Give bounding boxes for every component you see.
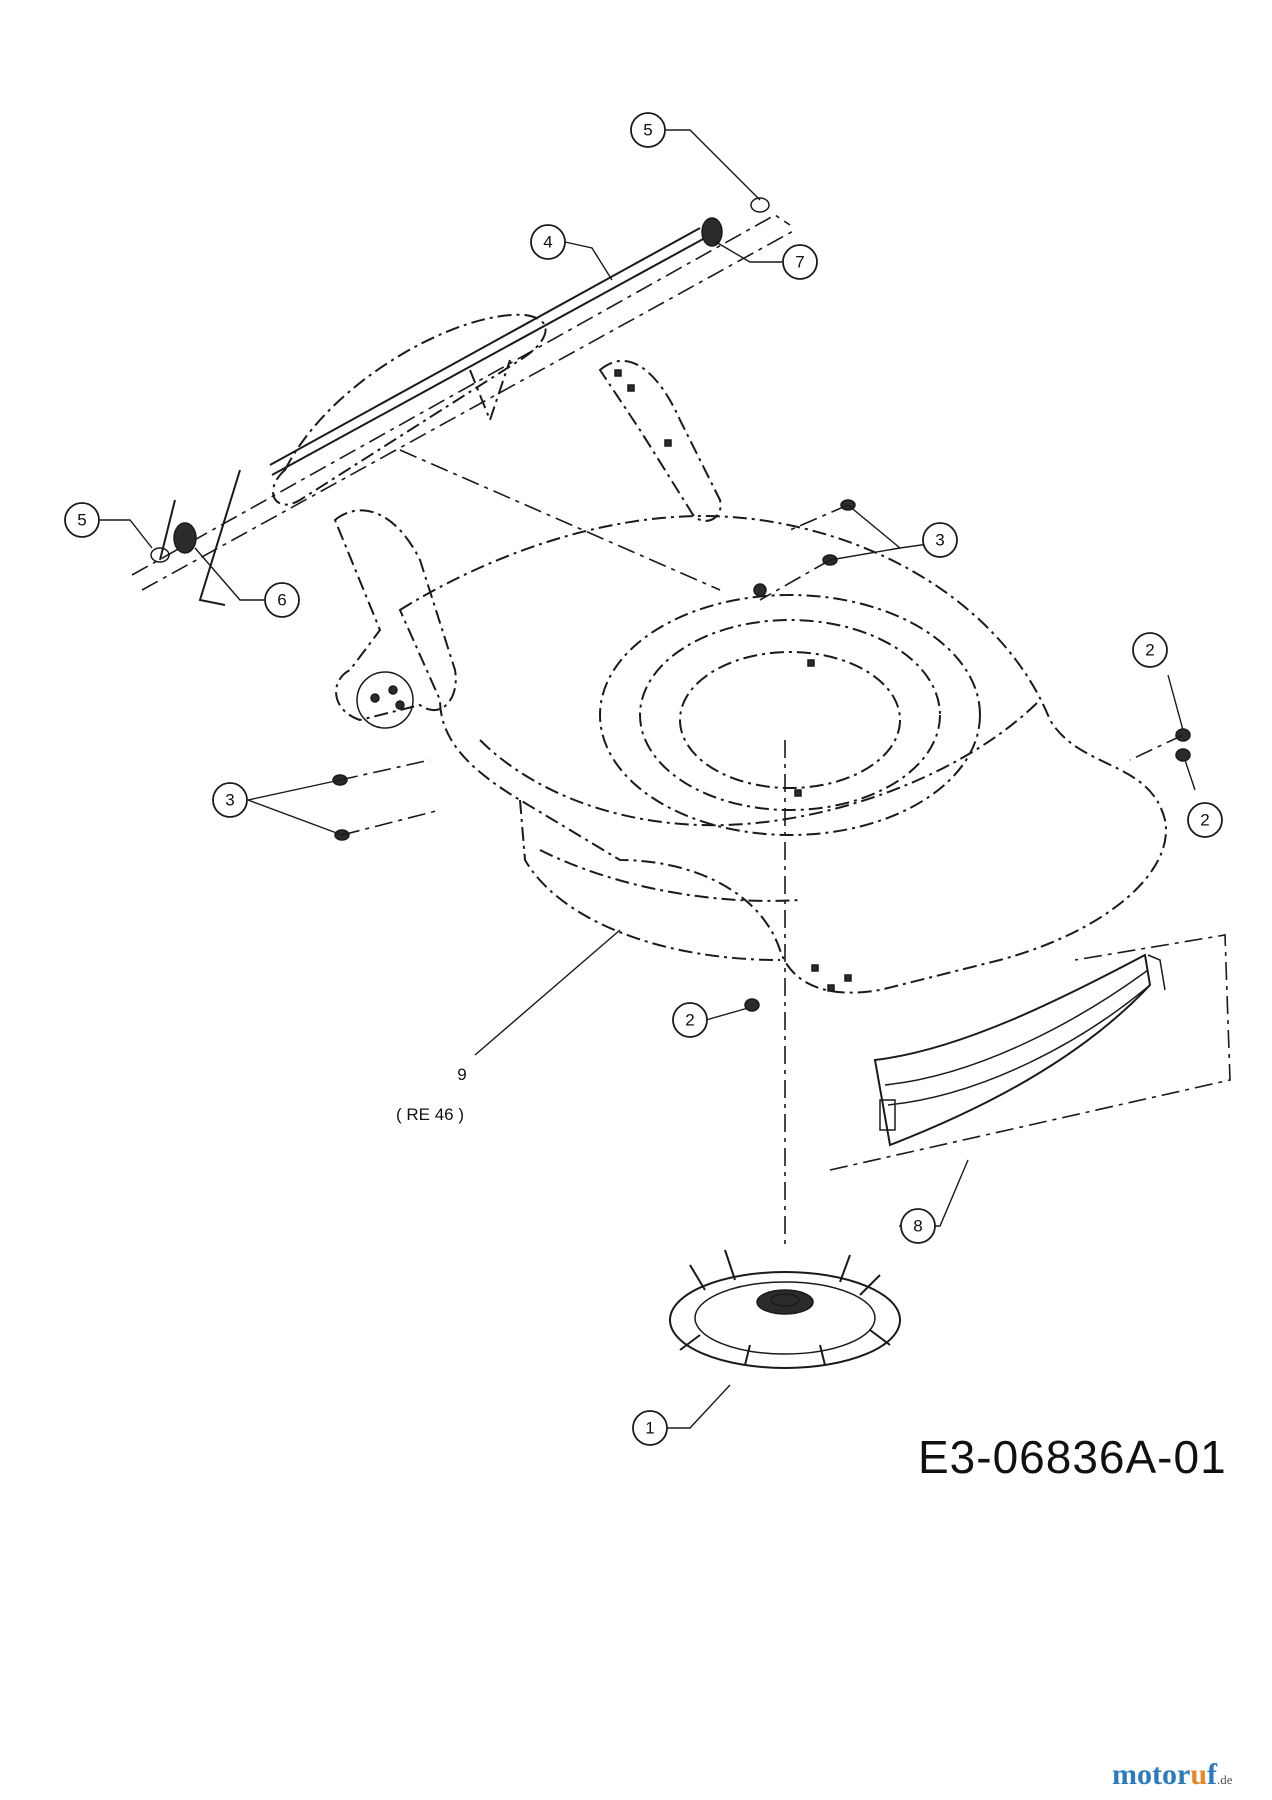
- callout-5-left: 5: [64, 502, 100, 538]
- svg-text:2: 2: [685, 1011, 694, 1030]
- callout-6: 6: [264, 582, 300, 618]
- left-spring: [173, 522, 197, 554]
- watermark-logo: motoruf.de: [1112, 1758, 1233, 1792]
- rear-axle-assembly: [131, 197, 796, 606]
- callout-4: 4: [530, 224, 566, 260]
- callout-3-upper: 3: [922, 522, 958, 558]
- fasteners: [332, 499, 1191, 1012]
- callout-5-top: 5: [630, 112, 666, 148]
- callout-1: 1: [632, 1410, 668, 1446]
- bolt-2-b: [1175, 748, 1191, 762]
- alignment-lines: [339, 449, 1231, 1250]
- right-height-plate: [598, 359, 722, 522]
- callout-2-lower: 2: [672, 1002, 708, 1038]
- callout-8: 8: [900, 1208, 936, 1244]
- callout-7: 7: [782, 244, 818, 280]
- wm-accent: u: [1190, 1758, 1207, 1791]
- wm-pre: moto: [1112, 1758, 1177, 1791]
- wm-tld: .de: [1217, 1772, 1233, 1787]
- wm-post: f: [1207, 1758, 1217, 1791]
- blade-fan: [669, 1249, 901, 1369]
- drawing-code: E3-06836A-01: [918, 1431, 1227, 1483]
- svg-text:2: 2: [1200, 811, 1209, 830]
- right-washer: [750, 197, 770, 213]
- bolt-2-c: [744, 998, 760, 1012]
- right-spring: [701, 217, 723, 247]
- wm-mid: r: [1176, 1758, 1191, 1791]
- callout-3-lower: 3: [212, 782, 248, 818]
- svg-text:5: 5: [77, 511, 86, 530]
- deck-part-number: 9: [457, 1065, 466, 1084]
- left-washer: [150, 547, 170, 563]
- handle-arm: [272, 313, 547, 506]
- mower-deck: [398, 515, 1168, 994]
- svg-text:4: 4: [543, 233, 552, 252]
- leader-lines: [100, 129, 1196, 1429]
- svg-text:3: 3: [225, 791, 234, 810]
- deck-model-label: ( RE 46 ): [396, 1105, 464, 1124]
- left-height-plate: [333, 509, 457, 729]
- svg-text:6: 6: [277, 591, 286, 610]
- svg-text:8: 8: [913, 1217, 922, 1236]
- svg-text:3: 3: [935, 531, 944, 550]
- callout-2-upper: 2: [1132, 632, 1168, 668]
- svg-text:1: 1: [645, 1419, 654, 1438]
- callout-2-right: 2: [1187, 802, 1223, 838]
- callouts: 1 2 2 2 3 3 4 5: [64, 112, 1223, 1446]
- svg-text:2: 2: [1145, 641, 1154, 660]
- svg-text:5: 5: [643, 121, 652, 140]
- svg-text:7: 7: [795, 253, 804, 272]
- rear-flap: [873, 953, 1166, 1147]
